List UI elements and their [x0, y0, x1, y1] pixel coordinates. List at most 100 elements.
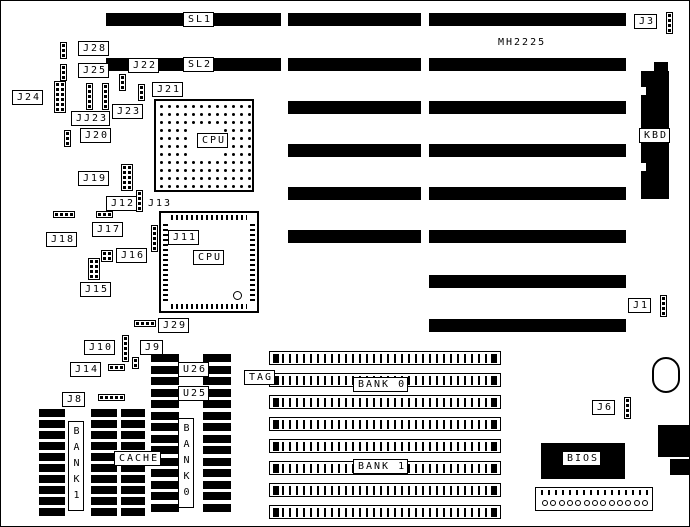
- jumper-pin: [70, 213, 73, 216]
- pin-hole: [550, 500, 557, 506]
- pga-pin-dot: [224, 153, 227, 156]
- label-j24: J24: [12, 90, 44, 105]
- memory-chip: [121, 497, 145, 505]
- simm-end-clip: [273, 376, 279, 385]
- pga-pin-dot: [176, 113, 179, 116]
- pga-pin-dot: [184, 129, 187, 132]
- pga-pin-dot: [248, 177, 251, 180]
- label-j28: J28: [78, 41, 110, 56]
- jumper-header-j6-icon: [624, 397, 631, 419]
- jumper-pin: [128, 181, 131, 184]
- simm-end-clip: [273, 420, 279, 429]
- label-j3: J3: [634, 14, 658, 29]
- memory-chip: [91, 420, 117, 428]
- isa-slot-segment: [429, 144, 626, 157]
- isa-slot-segment: [429, 101, 626, 114]
- label-bank1-vert: BANK1: [68, 421, 84, 511]
- label-j23: J23: [112, 104, 144, 119]
- memory-chip: [39, 475, 65, 483]
- memory-chip: [151, 400, 179, 408]
- jumper-pin: [66, 132, 69, 135]
- jumper-header-j22-icon: [119, 74, 126, 91]
- pin-hole: [600, 500, 607, 506]
- jumper-pin: [121, 76, 124, 79]
- pga-pin-dot: [216, 161, 219, 164]
- pga-pin-dot: [232, 185, 235, 188]
- jumper-pin: [105, 396, 108, 399]
- simm-contacts: [282, 508, 490, 517]
- jumper-pin: [124, 352, 127, 355]
- pga-pin-dot: [232, 169, 235, 172]
- pga-pin-dot: [160, 113, 163, 116]
- memory-chip: [151, 469, 179, 477]
- memory-chip: [121, 420, 145, 428]
- pin-connector-contacts: [541, 490, 649, 495]
- jumper-pin: [134, 364, 137, 367]
- jumper-header-j10-icon: [122, 335, 129, 362]
- pga-pin-dot: [200, 177, 203, 180]
- isa-slot-segment: [429, 187, 626, 200]
- pga-pin-dot: [184, 185, 187, 188]
- pin-hole: [567, 500, 573, 506]
- label-j10: J10: [84, 340, 116, 355]
- jumper-pin: [626, 414, 629, 417]
- jumper-pin: [90, 275, 93, 278]
- jumper-pin: [62, 54, 65, 57]
- pga-pin-dot: [224, 113, 227, 116]
- label-bank0: BANK 0: [353, 377, 409, 392]
- jumper-header-j3-icon: [666, 12, 673, 34]
- pin-hole: [633, 500, 640, 506]
- pga-pin-dot: [168, 129, 171, 132]
- simm-socket: [269, 505, 501, 519]
- pga-pin-dot: [232, 145, 235, 148]
- jumper-pin: [88, 95, 91, 98]
- label-j22: J22: [128, 58, 160, 73]
- simm-contacts: [282, 486, 490, 495]
- jumper-pin: [138, 197, 141, 200]
- memory-chip: [151, 354, 179, 362]
- jumper-pin: [120, 366, 123, 369]
- pga-pin-dot: [248, 169, 251, 172]
- jumper-pin: [668, 24, 671, 27]
- pga-pin-dot: [184, 137, 187, 140]
- qfp-pin1-mark: [233, 291, 242, 300]
- pga-pin-dot: [168, 121, 171, 124]
- jumper-pin: [662, 307, 665, 310]
- memory-chip: [91, 409, 117, 417]
- jumper-header-j17-icon: [96, 211, 113, 218]
- jumper-pin: [104, 90, 107, 93]
- label-bank1: BANK 1: [353, 459, 409, 474]
- isa-slot-segment: [429, 319, 626, 332]
- jumper-pin: [62, 66, 65, 69]
- jumper-pin: [146, 322, 149, 325]
- isa-slot-segment: [429, 275, 626, 288]
- pga-pin-dot: [184, 153, 187, 156]
- isa-slot-segment: [288, 101, 421, 114]
- memory-chip: [39, 431, 65, 439]
- pga-pin-dot: [208, 105, 211, 108]
- jumper-header-j15-icon: [88, 258, 100, 280]
- pga-pin-dot: [192, 113, 195, 116]
- pga-pin-dot: [248, 145, 251, 148]
- jumper-pin: [61, 93, 64, 96]
- jumper-pin: [56, 88, 59, 91]
- memory-chip: [39, 464, 65, 472]
- pin-hole: [583, 500, 590, 506]
- jumper-header-j29-icon: [134, 320, 156, 327]
- isa-slot-segment: [288, 230, 421, 243]
- pga-pin-dot: [224, 177, 227, 180]
- jumper-pin: [138, 202, 141, 205]
- label-j29: J29: [158, 318, 190, 333]
- jumper-pin: [151, 322, 154, 325]
- pga-pin-dot: [248, 161, 251, 164]
- memory-chip: [151, 388, 179, 397]
- jumper-pin: [66, 142, 69, 145]
- simm-end-clip: [273, 508, 279, 517]
- jumper-header-j9-icon: [132, 357, 139, 369]
- pga-pin-dot: [216, 105, 219, 108]
- memory-chip: [203, 446, 231, 454]
- isa-slot-segment: [288, 58, 421, 71]
- pin-connector: [535, 487, 653, 511]
- label-j16: J16: [116, 248, 148, 263]
- pga-pin-dot: [232, 153, 235, 156]
